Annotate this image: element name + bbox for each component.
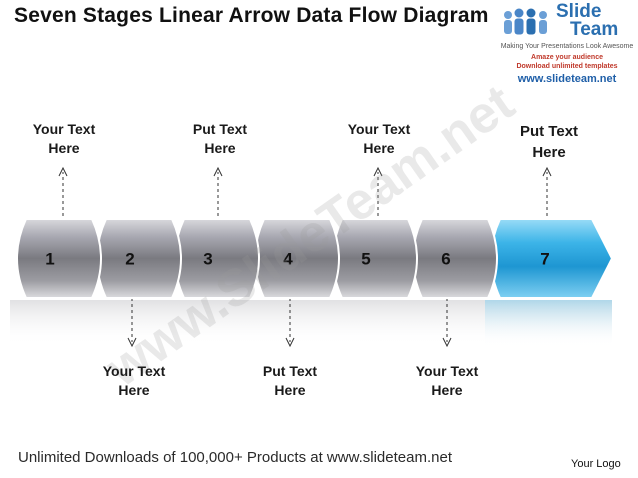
- stage-segment-2: [96, 218, 182, 299]
- stage-segment-7: [490, 218, 614, 299]
- stage-number-7: 7: [540, 250, 549, 269]
- logo-tagline: Making Your Presentations Look Awesome: [500, 43, 634, 50]
- slideteam-logo: Slide Team Making Your Presentations Loo…: [500, 1, 634, 89]
- page-title: Seven Stages Linear Arrow Data Flow Diag…: [14, 4, 489, 27]
- segment-reflections: [10, 300, 612, 346]
- top-connectors: [58, 166, 552, 222]
- stage-number-4: 4: [283, 250, 293, 269]
- logo-promo: Amaze your audience Download unlimited t…: [516, 54, 618, 70]
- stage-segments: 1 2 3 4 5 6 7: [16, 218, 614, 299]
- stage-segment-1: [16, 218, 102, 299]
- footer-text: Unlimited Downloads of 100,000+ Products…: [18, 449, 452, 466]
- stage-number-5: 5: [361, 250, 370, 269]
- stage-number-2: 2: [125, 250, 134, 269]
- logo-brand: Slide Team: [556, 1, 619, 40]
- your-logo-placeholder: Your Logo: [571, 458, 621, 470]
- logo-site: www.slideteam.net: [517, 73, 617, 85]
- stage-segment-6: [412, 218, 498, 299]
- people-icon: [504, 8, 547, 35]
- stage-number-1: 1: [45, 250, 54, 269]
- bottom-connectors: [127, 298, 452, 348]
- stage-number-3: 3: [203, 250, 212, 269]
- stage-number-6: 6: [441, 250, 450, 269]
